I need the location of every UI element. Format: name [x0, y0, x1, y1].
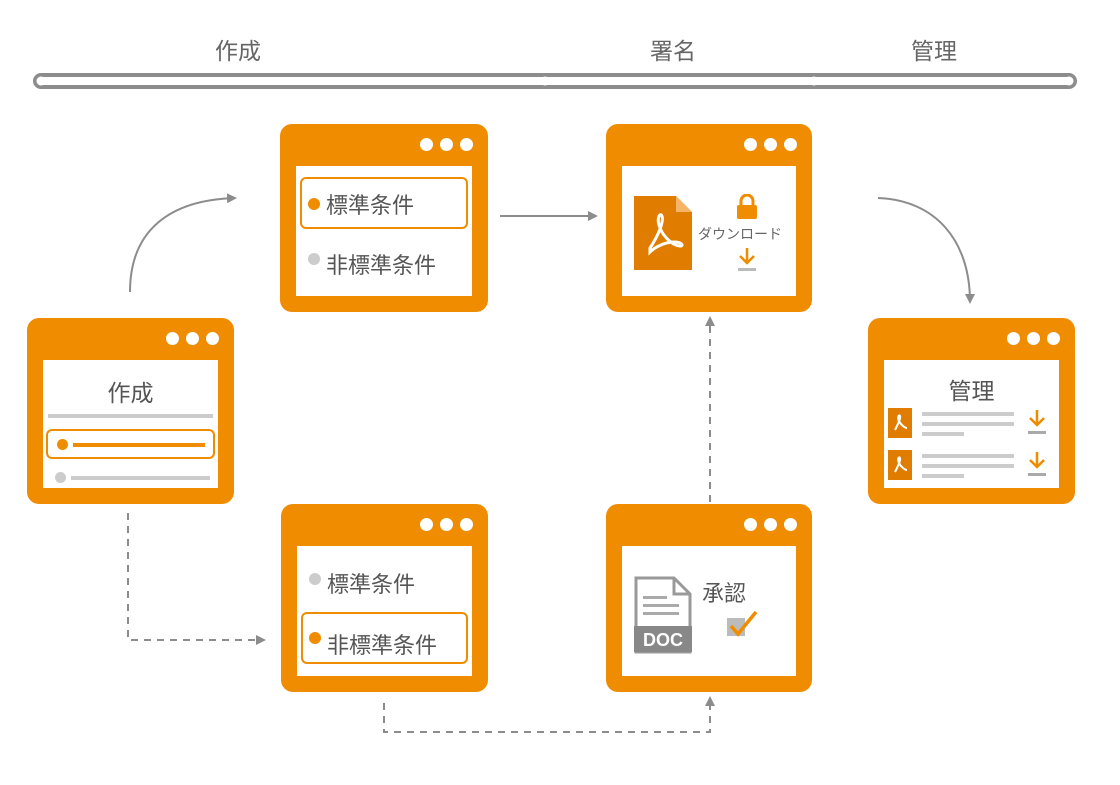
option-nonstandard-selected[interactable]: 非標準条件	[309, 628, 437, 660]
sign-panel: ダウンロード	[622, 166, 796, 296]
timeline-dot-manage	[809, 76, 819, 86]
pdf-icon	[888, 450, 912, 480]
pdf-icon	[634, 196, 692, 270]
lock-icon	[737, 194, 757, 219]
download-icon[interactable]	[1026, 408, 1048, 436]
manage-title: 管理	[948, 379, 995, 405]
option-standard[interactable]: 標準条件	[309, 567, 415, 599]
window-controls	[420, 518, 473, 531]
approve-panel: DOC 承認	[622, 546, 796, 676]
sign-window: ダウンロード	[606, 124, 812, 312]
bullet-gray	[55, 472, 66, 483]
phase-label-create: 作成	[215, 39, 261, 65]
approve-label: 承認	[702, 582, 747, 607]
file-line	[922, 432, 964, 436]
checkbox-checked-icon[interactable]	[726, 610, 760, 640]
manage-window: 管理	[868, 318, 1075, 504]
manage-panel: 管理	[884, 360, 1059, 488]
doc-icon: DOC	[634, 576, 692, 654]
timeline-dot-sign	[540, 76, 550, 86]
option-label: 標準条件	[326, 194, 415, 219]
create-window: 作成	[27, 318, 234, 504]
bullet-orange	[309, 632, 321, 644]
window-controls	[166, 332, 219, 345]
bullet-orange	[57, 439, 68, 450]
timeline-dot-start	[36, 76, 46, 86]
option-standard-selected[interactable]: 標準条件	[308, 188, 414, 220]
file-line	[922, 422, 1014, 426]
window-controls	[744, 518, 797, 531]
file-line	[922, 464, 1014, 468]
option-box-selected	[300, 177, 468, 229]
arrow-nonstandard-to-approve	[383, 696, 715, 733]
download-icon[interactable]	[1026, 450, 1048, 478]
nonstandard-terms-panel: 標準条件 非標準条件	[297, 546, 472, 676]
doc-label: DOC	[643, 630, 683, 650]
option-line-unselected	[71, 476, 210, 480]
window-controls	[744, 138, 797, 151]
create-option-selected[interactable]	[46, 429, 215, 459]
create-title: 作成	[107, 381, 154, 407]
file-line	[922, 412, 1014, 416]
download-icon[interactable]	[736, 246, 758, 272]
phase-label-manage: 管理	[911, 39, 957, 65]
bullet-gray	[308, 253, 320, 265]
divider	[48, 414, 213, 418]
option-label: 標準条件	[327, 573, 416, 598]
window-controls	[1007, 332, 1060, 345]
pdf-icon	[888, 408, 912, 438]
bullet-orange	[308, 198, 320, 210]
download-label: ダウンロード	[698, 227, 782, 243]
option-line	[73, 443, 205, 447]
option-label: 非標準条件	[326, 254, 437, 279]
nonstandard-terms-window: 標準条件 非標準条件	[281, 504, 488, 692]
phase-label-sign: 署名	[650, 39, 696, 65]
standard-terms-panel: 標準条件 非標準条件	[296, 166, 472, 296]
timeline-bar	[33, 73, 1077, 89]
option-nonstandard[interactable]: 非標準条件	[308, 248, 436, 280]
arrow-sign-to-manage	[877, 197, 975, 304]
arrow-create-to-nonstandard	[127, 513, 266, 645]
arrow-create-to-standard	[129, 193, 237, 293]
option-box-selected	[301, 612, 468, 664]
file-line	[922, 474, 964, 478]
window-controls	[420, 138, 473, 151]
approve-window: DOC 承認	[606, 504, 812, 692]
file-line	[922, 454, 1014, 458]
create-panel: 作成	[43, 360, 218, 488]
timeline-dot-end	[1064, 76, 1074, 86]
bullet-gray	[309, 573, 321, 585]
option-label: 非標準条件	[327, 634, 438, 659]
standard-terms-window: 標準条件 非標準条件	[280, 124, 488, 312]
